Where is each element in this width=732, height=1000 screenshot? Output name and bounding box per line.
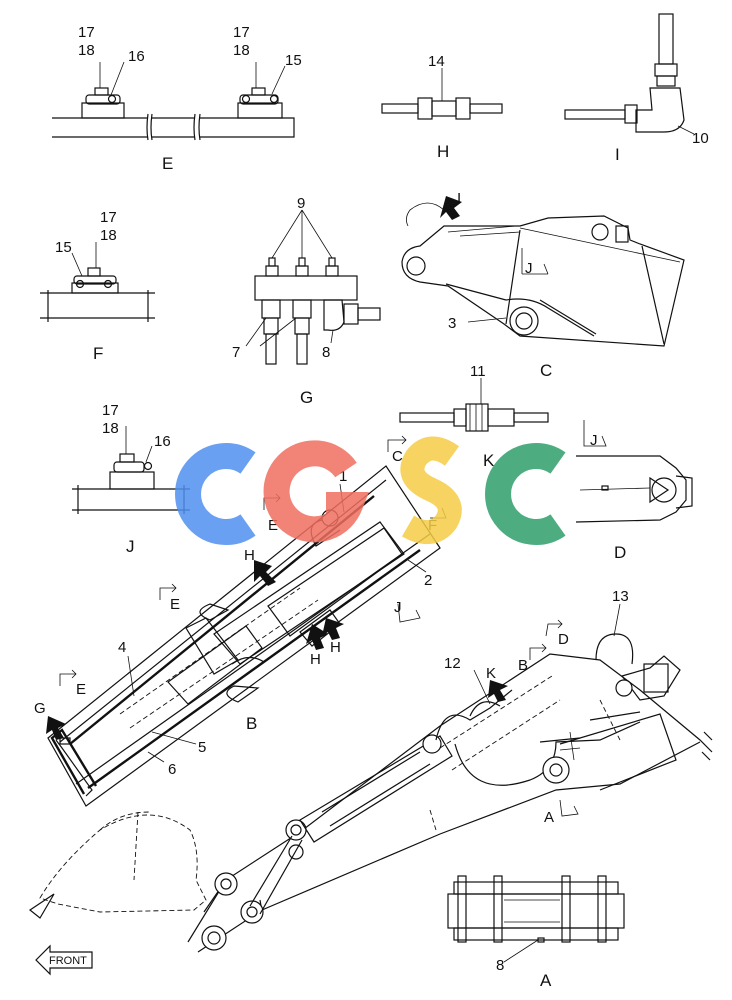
view-label-h-top: H	[437, 142, 449, 161]
callout-view-e-ref-b3: E	[76, 681, 86, 698]
callout-5: 5	[198, 739, 206, 756]
callout-16-e: 16	[128, 48, 145, 65]
callout-view-j-ref-b: J	[394, 599, 402, 616]
callout-view-k-ref: K	[486, 665, 496, 682]
callout-8-g: 8	[322, 344, 330, 361]
watermark-letter-g	[263, 440, 370, 543]
callout-8-a: 8	[496, 957, 504, 974]
callout-view-d-ref: D	[558, 631, 569, 648]
callout-view-j-ref-d: J	[590, 432, 598, 449]
view-e-detail	[52, 61, 295, 141]
view-label-j: J	[126, 537, 135, 556]
callout-view-h-ref-b3: H	[330, 639, 341, 656]
view-j-detail	[72, 426, 190, 514]
callout-view-j-ref-c: J	[525, 260, 533, 277]
callout-6: 6	[168, 761, 176, 778]
callout-18-j: 18	[102, 420, 119, 437]
callout-1: 1	[339, 468, 347, 485]
callout-4: 4	[118, 639, 126, 656]
callout-view-b-ref: B	[518, 657, 528, 674]
view-c-detail	[401, 196, 685, 347]
callout-11: 11	[470, 363, 486, 380]
callout-view-g-ref-b: G	[34, 700, 46, 717]
callout-2: 2	[424, 572, 432, 589]
callout-view-a-ref: A	[544, 809, 554, 826]
watermark-letter-c1	[175, 443, 256, 545]
callout-view-h-ref-b1: H	[244, 547, 255, 564]
view-g-detail	[245, 209, 381, 365]
callout-10: 10	[692, 130, 709, 147]
callout-17-f: 17	[100, 209, 117, 226]
callout-view-e-ref-b2: E	[170, 596, 180, 613]
view-label-b: B	[246, 714, 257, 733]
view-label-g: G	[300, 388, 313, 407]
view-label-i-top: I	[615, 145, 620, 164]
view-a-detail	[447, 875, 625, 963]
view-i-detail	[564, 13, 695, 135]
view-label-a: A	[540, 971, 552, 990]
callout-7: 7	[232, 344, 240, 361]
callout-18-f: 18	[100, 227, 117, 244]
view-b-detail	[46, 435, 447, 807]
callout-16-j: 16	[154, 433, 171, 450]
callout-view-i-ref: I	[457, 190, 461, 207]
view-h-detail	[381, 68, 503, 120]
callout-18-e2: 18	[233, 42, 250, 59]
view-label-e-top: E	[162, 154, 173, 173]
view-d-detail	[575, 420, 693, 523]
callout-17-e2: 17	[233, 24, 250, 41]
front-arrow-icon	[35, 944, 93, 976]
boom-main-view	[28, 603, 713, 953]
callout-17-e1: 17	[78, 24, 95, 41]
view-label-k: K	[483, 451, 495, 470]
callout-14: 14	[428, 53, 445, 70]
callout-9: 9	[297, 195, 305, 212]
callout-18-e1: 18	[78, 42, 95, 59]
callout-15-f: 15	[55, 239, 72, 256]
callout-3: 3	[448, 315, 456, 332]
callout-view-h-ref-b2: H	[310, 651, 321, 668]
watermark-logo	[175, 436, 566, 545]
watermark-letter-c2	[485, 443, 566, 545]
view-label-d: D	[614, 543, 626, 562]
watermark-letter-s	[400, 436, 462, 544]
callout-view-c-ref-b: C	[392, 448, 403, 465]
front-label: FRONT	[49, 955, 87, 967]
callout-13: 13	[612, 588, 629, 605]
view-f-detail	[40, 242, 155, 322]
callout-12: 12	[444, 655, 461, 672]
view-label-c: C	[540, 361, 552, 380]
callout-view-e-ref-b1: E	[268, 517, 278, 534]
view-label-f: F	[93, 344, 103, 363]
callout-17-j: 17	[102, 402, 119, 419]
callout-15-e: 15	[285, 52, 302, 69]
view-k-detail	[399, 378, 549, 432]
